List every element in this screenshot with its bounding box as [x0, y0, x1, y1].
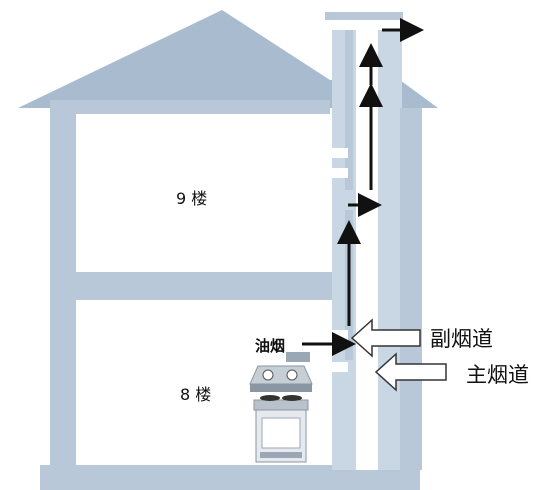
- floor-slab: [50, 272, 332, 300]
- floor-label-9: 9 楼: [176, 189, 207, 208]
- range-hood-icon: [249, 352, 313, 392]
- hollow-arrow-secondary: [350, 318, 421, 358]
- roof: [18, 10, 330, 108]
- flue-notch-lower-2: [326, 362, 348, 372]
- right-wall: [400, 108, 422, 470]
- flue-notch-lower: [326, 330, 348, 340]
- oil-smoke-label: 油烟: [255, 337, 285, 355]
- kitchen-appliances: [249, 352, 313, 463]
- flue-bottom: [340, 380, 356, 470]
- main-flue-label: 主烟道: [466, 363, 529, 387]
- flue-divider-upper: [345, 30, 353, 190]
- flue-notch-upper: [326, 148, 348, 158]
- flue-shaft: [356, 30, 378, 470]
- attic-beam: [50, 100, 330, 114]
- flue-notch-upper-2: [326, 168, 348, 178]
- hollow-arrow-main: [374, 352, 447, 392]
- smoke-flow-arrows: [302, 18, 424, 356]
- flue-stack: [325, 12, 422, 470]
- flue-cap: [325, 12, 403, 20]
- secondary-flue-label: 副烟道: [430, 327, 493, 351]
- hollow-arrows: [350, 318, 447, 392]
- floor-label-8: 8 楼: [180, 385, 211, 404]
- gas-stove-icon: [253, 395, 309, 463]
